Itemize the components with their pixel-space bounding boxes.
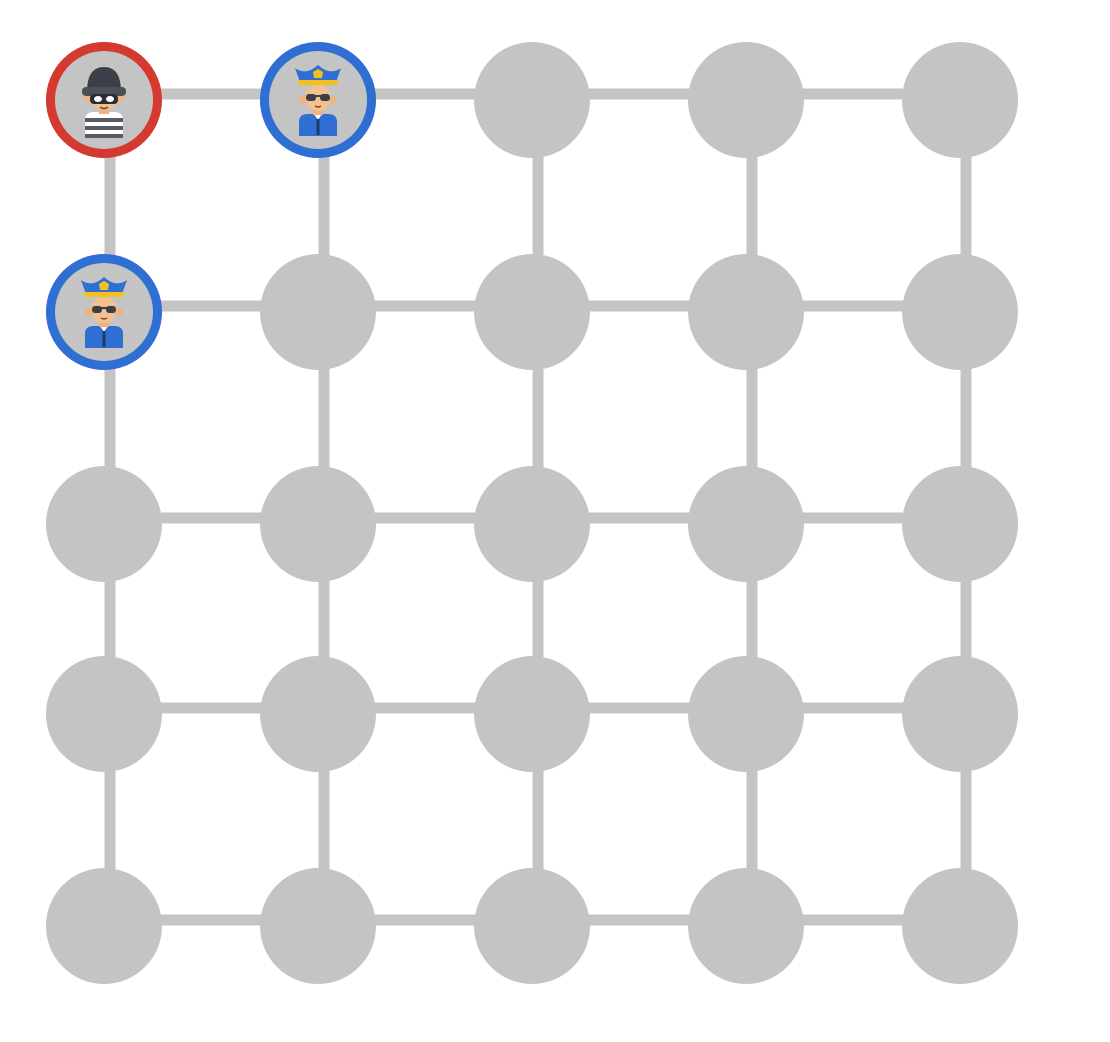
police-piece[interactable]	[260, 42, 376, 158]
board-node-r4-c1[interactable]	[260, 868, 376, 984]
board-node-r3-c4[interactable]	[902, 656, 1018, 772]
game-pieces	[46, 42, 376, 370]
board-node-r1-c3[interactable]	[688, 254, 804, 370]
board-node-r3-c2[interactable]	[474, 656, 590, 772]
board-node-r2-c4[interactable]	[902, 466, 1018, 582]
board-node-r0-c2[interactable]	[474, 42, 590, 158]
board-node-r1-c1[interactable]	[260, 254, 376, 370]
board-node-r1-c4[interactable]	[902, 254, 1018, 370]
board-node-r3-c1[interactable]	[260, 656, 376, 772]
police-officer-icon	[80, 276, 128, 349]
thief-piece[interactable]	[46, 42, 162, 158]
board-node-r2-c3[interactable]	[688, 466, 804, 582]
board-node-r1-c2[interactable]	[474, 254, 590, 370]
board-node-r4-c4[interactable]	[902, 868, 1018, 984]
board-node-r4-c2[interactable]	[474, 868, 590, 984]
board-node-r0-c4[interactable]	[902, 42, 1018, 158]
board-node-r0-c3[interactable]	[688, 42, 804, 158]
board-node-r3-c0[interactable]	[46, 656, 162, 772]
board-node-r3-c3[interactable]	[688, 656, 804, 772]
police-officer-icon	[294, 64, 342, 137]
board-node-r4-c3[interactable]	[688, 868, 804, 984]
board-node-r2-c1[interactable]	[260, 466, 376, 582]
police-piece[interactable]	[46, 254, 162, 370]
board-node-r4-c0[interactable]	[46, 868, 162, 984]
board-node-r2-c0[interactable]	[46, 466, 162, 582]
board-node-r2-c2[interactable]	[474, 466, 590, 582]
